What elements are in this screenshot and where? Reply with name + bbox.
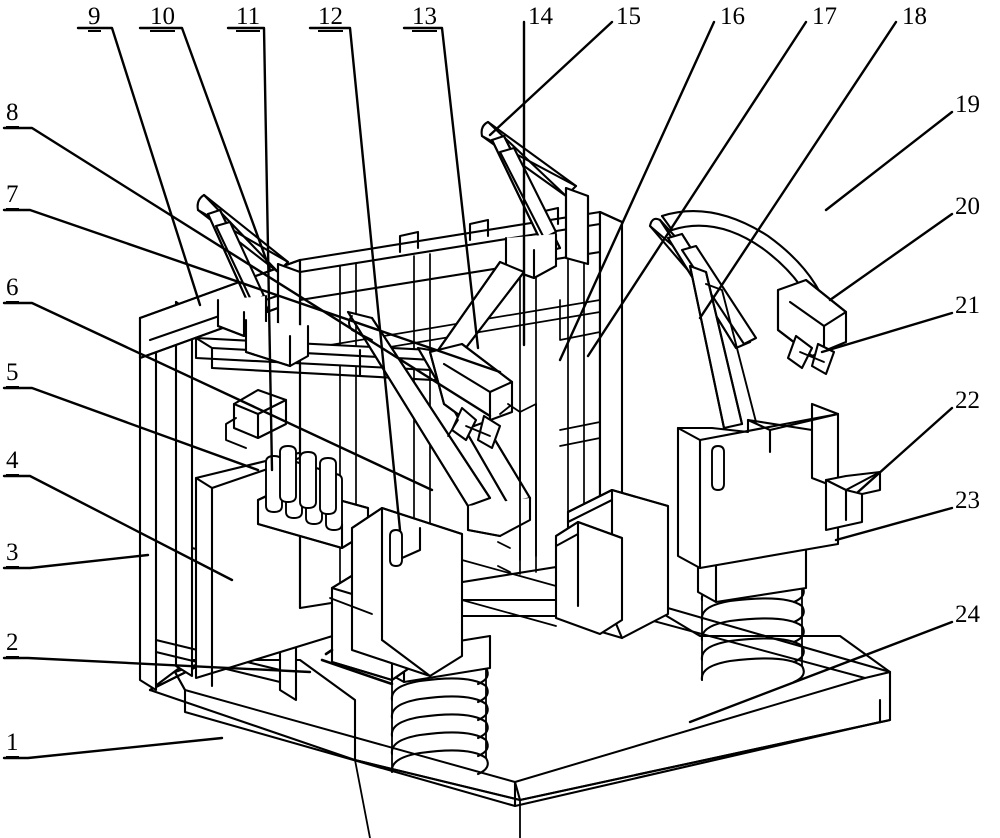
leader-line-22 xyxy=(856,406,954,494)
leader-line-19 xyxy=(824,110,954,212)
small-box-right xyxy=(554,520,624,636)
vial-rack xyxy=(256,445,370,550)
left-arm-linkage xyxy=(196,193,310,368)
leader-line-13 xyxy=(402,26,480,350)
callout-label-17: 17 xyxy=(812,3,837,30)
right-leg-head xyxy=(676,402,882,570)
callout-label-11: 11 xyxy=(236,3,261,32)
callout-label-12: 12 xyxy=(318,3,343,32)
callout-label-13: 13 xyxy=(412,3,437,32)
leader-line-4 xyxy=(2,474,234,582)
leader-line-16 xyxy=(558,20,716,362)
center-gripper xyxy=(428,342,514,450)
leader-line-18 xyxy=(698,20,898,320)
leader-line-12 xyxy=(308,26,402,532)
callout-label-7: 7 xyxy=(6,181,19,210)
right-arm-linkage xyxy=(648,210,848,430)
leader-line-1 xyxy=(2,736,224,760)
callout-label-22: 22 xyxy=(955,387,980,414)
callout-label-18: 18 xyxy=(902,3,927,30)
leader-line-7 xyxy=(2,208,502,374)
callout-label-3: 3 xyxy=(6,539,19,568)
callout-label-24: 24 xyxy=(955,601,980,628)
leader-line-2 xyxy=(2,656,312,674)
vials xyxy=(265,445,343,531)
leader-line-5 xyxy=(2,386,260,472)
leader-line-17 xyxy=(586,20,808,358)
leader-line-15 xyxy=(488,20,614,137)
connector-plates xyxy=(329,403,557,627)
callout-label-1: 1 xyxy=(6,729,19,758)
center-arm-linkage xyxy=(432,120,590,368)
leader-line-24 xyxy=(688,620,954,724)
callout-label-5: 5 xyxy=(6,359,19,388)
leader-line-3 xyxy=(2,553,150,570)
callout-label-21: 21 xyxy=(955,292,980,319)
leader-line-6 xyxy=(2,301,434,492)
leader-line-11 xyxy=(226,26,274,472)
callout-leader-lines xyxy=(2,20,954,760)
leader-line-9 xyxy=(76,26,202,307)
callout-label-9: 9 xyxy=(88,3,101,32)
leader-line-21 xyxy=(820,311,954,354)
callout-label-14: 14 xyxy=(528,3,553,30)
callout-label-19: 19 xyxy=(955,91,980,118)
leader-line-23 xyxy=(834,506,954,542)
callout-label-4: 4 xyxy=(6,447,19,476)
callout-label-6: 6 xyxy=(6,274,19,303)
callout-label-10: 10 xyxy=(150,3,175,32)
leader-line-10 xyxy=(138,26,272,272)
leader-line-20 xyxy=(828,212,954,302)
callout-label-20: 20 xyxy=(955,193,980,220)
callout-label-15: 15 xyxy=(616,3,641,30)
leader-line-8 xyxy=(2,126,492,418)
callout-label-23: 23 xyxy=(955,487,980,514)
callout-label-16: 16 xyxy=(720,3,745,30)
callout-label-8: 8 xyxy=(6,99,19,128)
callout-label-2: 2 xyxy=(6,629,19,658)
mid-housing xyxy=(350,506,464,678)
mounting-bracket xyxy=(225,388,288,449)
